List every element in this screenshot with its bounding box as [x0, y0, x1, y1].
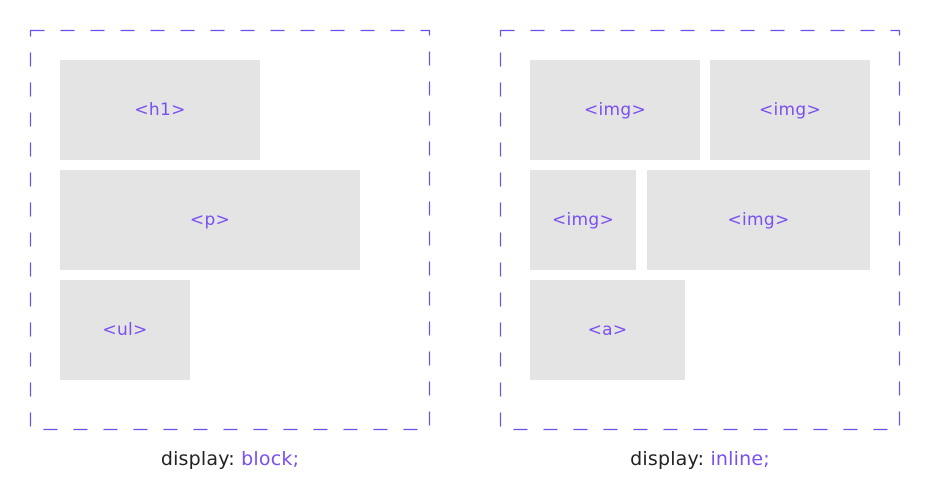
h1-element-box: <h1> — [60, 60, 260, 160]
img-element-label-4: <img> — [727, 210, 790, 230]
block-caption-value: block; — [241, 448, 300, 470]
block-container: <h1> <p> <ul> — [29, 29, 431, 431]
inline-container: <img> <img> <img> <img> <a> — [499, 29, 901, 431]
ul-element-box: <ul> — [60, 280, 190, 380]
ul-element-label: <ul> — [102, 320, 148, 340]
inline-container-dashed-border — [499, 29, 901, 431]
a-element-label: <a> — [587, 320, 628, 340]
inline-caption-value: inline; — [710, 448, 770, 470]
img-element-box-4: <img> — [647, 170, 870, 270]
img-element-label-3: <img> — [551, 210, 615, 230]
block-caption: display: block; — [30, 448, 430, 470]
img-element-box-1: <img> — [530, 60, 700, 160]
img-element-label-2: <img> — [758, 100, 822, 120]
img-element-box-3: <img> — [530, 170, 636, 270]
inline-caption-property: display: — [630, 448, 705, 470]
inline-caption: display: inline; — [500, 448, 900, 470]
h1-element-label: <h1> — [134, 100, 186, 120]
img-element-label-1: <img> — [583, 100, 647, 120]
p-element-label: <p> — [189, 210, 231, 230]
block-caption-property: display: — [160, 448, 235, 470]
img-element-box-2: <img> — [710, 60, 870, 160]
block-container-dashed-border — [29, 29, 431, 431]
p-element-box: <p> — [60, 170, 360, 270]
a-element-box: <a> — [530, 280, 685, 380]
